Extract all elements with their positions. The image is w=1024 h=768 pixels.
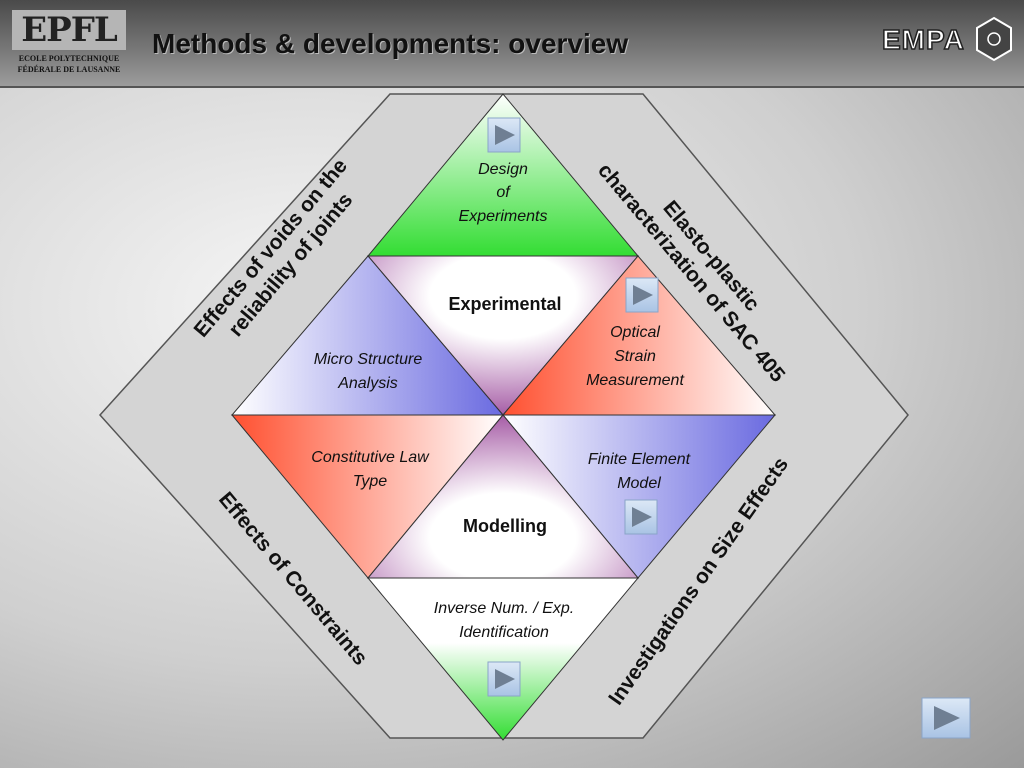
optical-line2: Strain [614, 348, 656, 365]
play-icon [632, 507, 652, 527]
constitutive-line2: Type [353, 473, 387, 490]
play-icon [934, 706, 960, 730]
modelling-label: Modelling [463, 516, 547, 536]
play-icon [633, 285, 653, 305]
inverse-line2: Identification [459, 624, 549, 641]
epfl-logo-line1: ECOLE POLYTECHNIQUE [18, 54, 120, 63]
play-button-fem[interactable] [624, 499, 658, 535]
micro-line1: Micro Structure [314, 351, 423, 368]
methods-diamond [230, 93, 777, 741]
header-bar [0, 0, 1024, 86]
epfl-logo: EPFL ECOLE POLYTECHNIQUE FÉDÉRALE DE LAU… [12, 10, 126, 76]
inverse-line1: Inverse Num. / Exp. [434, 600, 575, 617]
empa-logo: EMPA [880, 16, 1014, 64]
inverse-identification-triangle [366, 577, 640, 741]
play-button-inverse[interactable] [487, 661, 521, 697]
play-button-optical[interactable] [625, 277, 659, 313]
play-button-design[interactable] [487, 117, 521, 153]
design-line2: of [496, 184, 511, 201]
epfl-logo-box [12, 10, 126, 50]
design-line1: Design [478, 161, 528, 178]
design-line3: Experiments [459, 208, 548, 225]
page-title: Methods & developments: overview [152, 28, 629, 59]
empa-logo-text: EMPA [881, 23, 965, 56]
fem-line1: Finite Element [588, 451, 691, 468]
epfl-logo-mark: EPFL [21, 10, 118, 50]
optical-line3: Measurement [586, 372, 684, 389]
empa-hexagon-icon [976, 16, 1012, 62]
experimental-label: Experimental [448, 294, 561, 314]
constitutive-line1: Constitutive Law [311, 449, 430, 466]
play-icon [495, 669, 515, 689]
micro-line2: Analysis [337, 375, 398, 392]
epfl-logo-line2: FÉDÉRALE DE LAUSANNE [17, 65, 121, 74]
next-slide-button[interactable] [921, 697, 971, 739]
fem-line2: Model [617, 475, 661, 492]
optical-line1: Optical [610, 324, 660, 341]
play-icon [495, 125, 515, 145]
header-divider [0, 86, 1024, 88]
